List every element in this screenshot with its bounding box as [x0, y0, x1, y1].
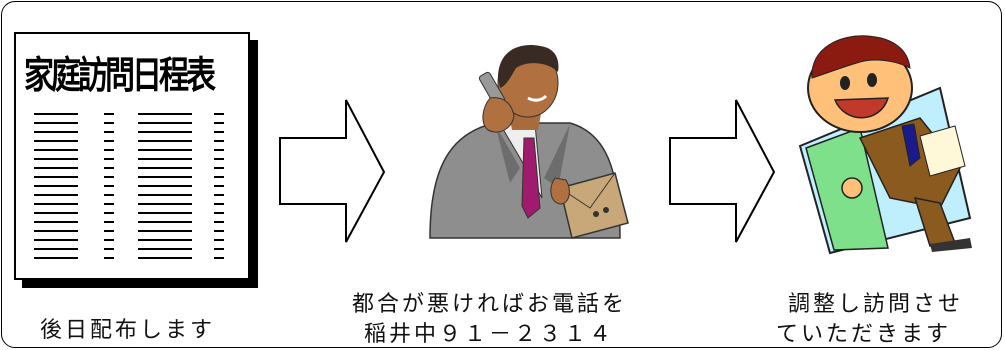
businessman-phone-icon [429, 45, 629, 239]
step2-caption-line2: 稲井中９１－２３１４ [364, 322, 615, 347]
arrow-right-icon [669, 99, 776, 243]
step3-caption-line1: 調整し訪問させ [788, 292, 964, 317]
visitor-at-door-icon [798, 35, 972, 255]
step2-caption-line1: 都合が悪ければお電話を [352, 292, 628, 317]
schedule-document: 家庭訪問日程表 [14, 32, 250, 280]
document-caption: 後日配布します [40, 318, 216, 343]
arrow-right-icon [279, 99, 386, 243]
document-title: 家庭訪問日程表 [24, 54, 216, 98]
step3-caption-line2: ていただきます [776, 322, 952, 347]
document-lines-icon [34, 113, 224, 259]
